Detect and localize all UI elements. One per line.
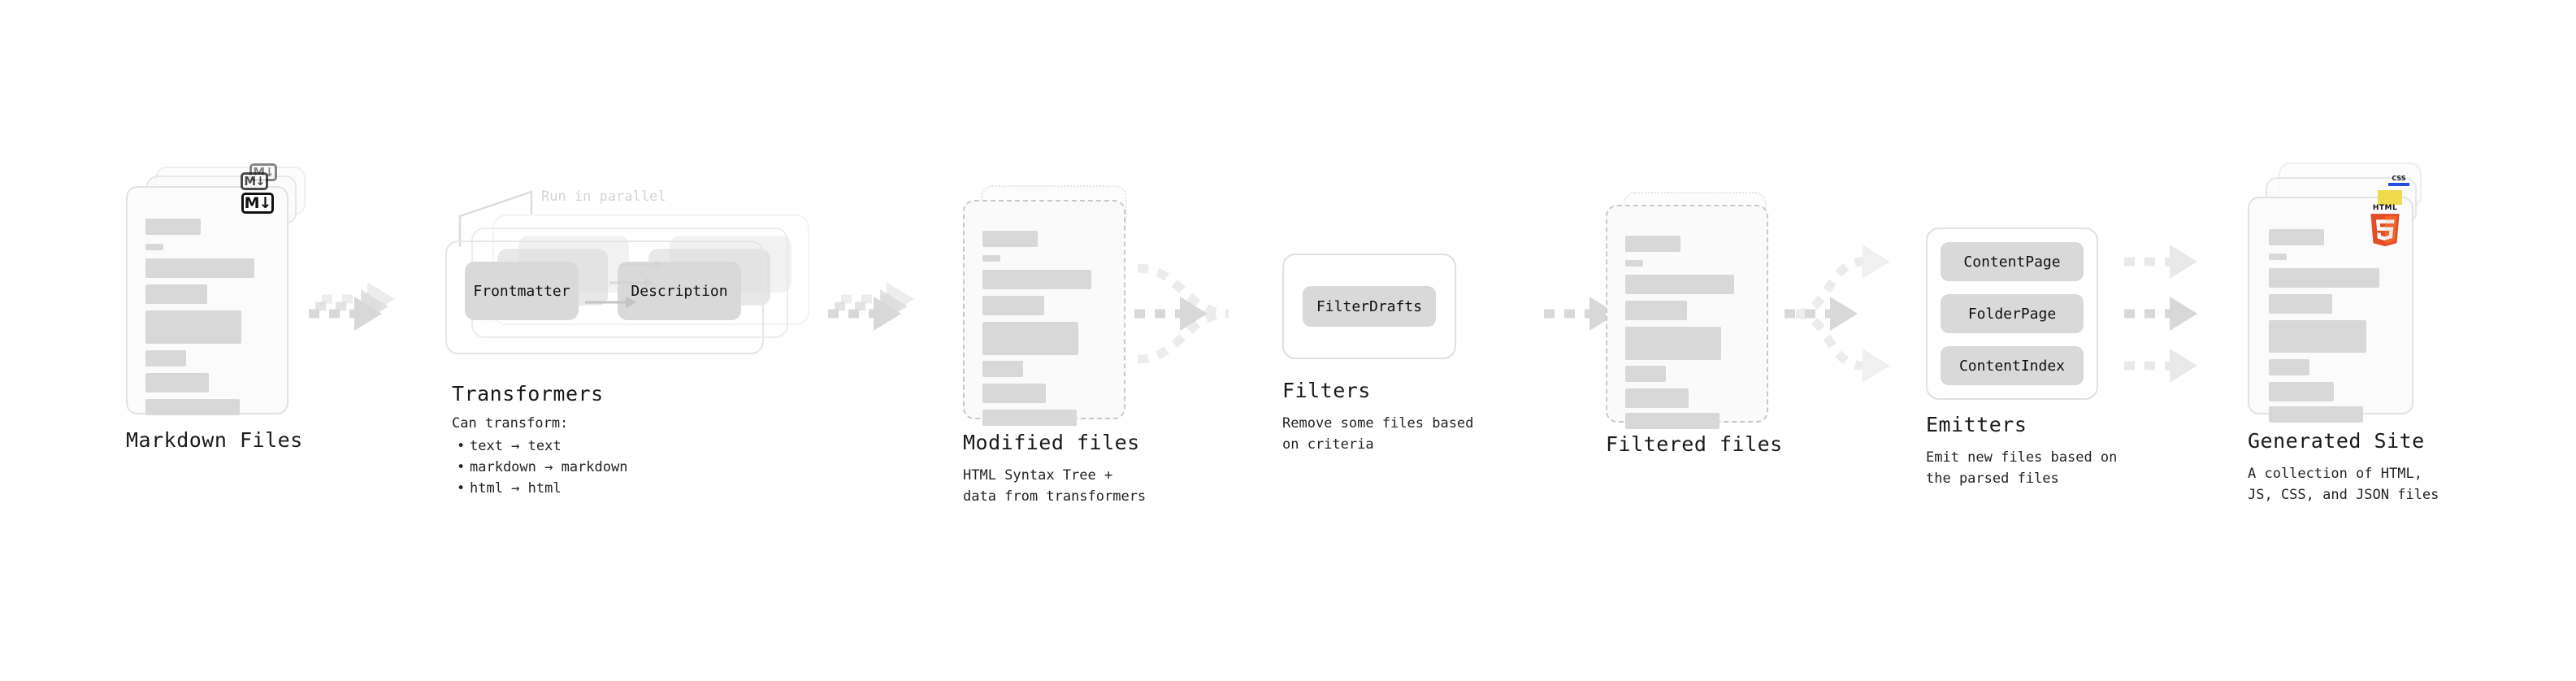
skeleton-line <box>1625 260 1643 267</box>
skeleton-line <box>1625 236 1680 252</box>
emitter-chip-contentindex[interactable]: ContentIndex <box>1941 346 2084 385</box>
transformers-caption: Can transform: text → text markdown → ma… <box>452 413 627 499</box>
transformers-bullet: html → html <box>452 478 627 499</box>
markdown-badge-letter: M <box>244 174 256 189</box>
skeleton-line <box>145 310 241 344</box>
transformer-box-front <box>445 241 764 354</box>
run-in-parallel-label: Run in parallel <box>541 189 666 205</box>
transformer-chip-frontmatter[interactable]: Frontmatter <box>465 262 579 320</box>
parallel-bracket <box>458 190 533 247</box>
filtered-card-front <box>1606 205 1768 429</box>
filters-title: Filters <box>1282 379 1371 402</box>
markdown-files-title: Markdown Files <box>126 428 303 452</box>
transformer-chip-label: Frontmatter <box>473 282 570 300</box>
skeleton-line <box>2269 294 2332 314</box>
skeleton-line <box>1625 301 1687 320</box>
skeleton-line <box>1625 366 1666 382</box>
emitter-chip-label: FolderPage <box>1967 305 2057 323</box>
skeleton-line <box>2269 406 2363 423</box>
css-badge-label: CSS <box>2392 175 2406 182</box>
filtered-files-stack <box>1606 192 1793 429</box>
transformer-chip-label: Description <box>631 282 728 300</box>
arrow-markdown-to-transformers <box>309 282 395 331</box>
transformers-caption-lead: Can transform: <box>452 415 569 432</box>
modified-files-subtitle: HTML Syntax Tree + data from transformer… <box>963 467 1147 505</box>
skeleton-line <box>145 284 207 304</box>
skeleton-line <box>1625 275 1734 294</box>
filter-chip-label: FilterDrafts <box>1316 297 1423 315</box>
skeleton-line <box>982 255 1000 262</box>
arrow-filtered-to-emitters <box>1785 245 1890 383</box>
markdown-card-front <box>126 186 288 415</box>
skeleton-line <box>2269 254 2287 260</box>
skeleton-line <box>2269 229 2324 245</box>
filter-chip-filterdrafts[interactable]: FilterDrafts <box>1303 286 1436 327</box>
skeleton-line <box>982 384 1046 403</box>
transformer-inner-arrows <box>585 260 665 308</box>
skeleton-line <box>2269 359 2309 375</box>
generated-site-title: Generated Site <box>2248 429 2425 453</box>
skeleton-line <box>2269 268 2379 288</box>
skeleton-line <box>145 373 209 393</box>
skeleton-line <box>982 361 1023 377</box>
skeleton-line <box>982 322 1078 355</box>
skeleton-line <box>145 399 240 415</box>
transformers-title: Transformers <box>452 382 604 406</box>
arrow-emitters-to-site <box>2124 245 2197 383</box>
markdown-badge-arrow: ↓ <box>255 174 266 189</box>
js-badge <box>2378 190 2402 205</box>
transformers-bullet-list: text → text markdown → markdown html → h… <box>452 436 627 499</box>
emitter-chip-label: ContentIndex <box>1958 357 2066 375</box>
skeleton-line <box>1625 327 1721 360</box>
skeleton-line <box>982 296 1044 315</box>
modified-files-title: Modified files <box>963 431 1140 454</box>
filters-panel: FilterDrafts <box>1282 254 1456 359</box>
transformers-group: Run in parallel Frontmatter Description <box>445 189 819 358</box>
modified-card-front <box>963 200 1125 426</box>
skeleton-line <box>982 410 1077 426</box>
skeleton-line <box>2269 382 2334 401</box>
emitter-chip-label: ContentPage <box>1963 253 2061 271</box>
generated-site-subtitle: A collection of HTML, JS, CSS, and JSON … <box>2248 466 2439 503</box>
modified-files-stack <box>963 185 1150 426</box>
emitter-chip-contentpage[interactable]: ContentPage <box>1941 242 2084 281</box>
arrow-modified-to-filters <box>1134 263 1229 364</box>
markdown-badge-back-1: M↓ <box>241 172 268 190</box>
markdown-badge-arrow: ↓ <box>258 194 272 212</box>
emitters-subtitle: Emit new files based on the parsed files <box>1926 449 2118 487</box>
skeleton-line <box>982 270 1091 289</box>
html5-shield-icon <box>2370 214 2400 247</box>
html5-badge: HTML <box>2368 205 2402 249</box>
emitters-panel: ContentPage FolderPage ContentIndex <box>1926 228 2098 400</box>
css-badge-bar <box>2388 183 2409 186</box>
skeleton-line <box>145 219 201 235</box>
skeleton-line <box>1625 413 1720 429</box>
emitters-title: Emitters <box>1926 413 2027 436</box>
skeleton-line <box>145 258 254 278</box>
transformers-bullet: markdown → markdown <box>452 457 627 478</box>
filters-subtitle: Remove some files based on criteria <box>1282 415 1474 453</box>
skeleton-line <box>2269 320 2366 353</box>
markdown-badge-letter: M <box>244 194 260 212</box>
html5-badge-word: HTML <box>2372 204 2398 212</box>
skeleton-line <box>982 231 1038 247</box>
skeleton-line <box>1625 388 1689 408</box>
transformers-bullet: text → text <box>452 436 627 457</box>
skeleton-line <box>145 244 163 250</box>
emitter-chip-folderpage[interactable]: FolderPage <box>1941 294 2084 333</box>
skeleton-line <box>145 350 186 367</box>
markdown-badge-front: M↓ <box>241 193 274 214</box>
arrow-transformers-to-modified <box>828 282 914 331</box>
css-badge: CSS <box>2388 176 2409 186</box>
generated-site-stack: CSS HTML <box>2248 163 2443 423</box>
markdown-files-stack: M↓ M↓ M↓ <box>126 163 313 415</box>
filtered-files-title: Filtered files <box>1606 432 1783 456</box>
transformer-chip-description[interactable]: Description <box>618 262 741 320</box>
